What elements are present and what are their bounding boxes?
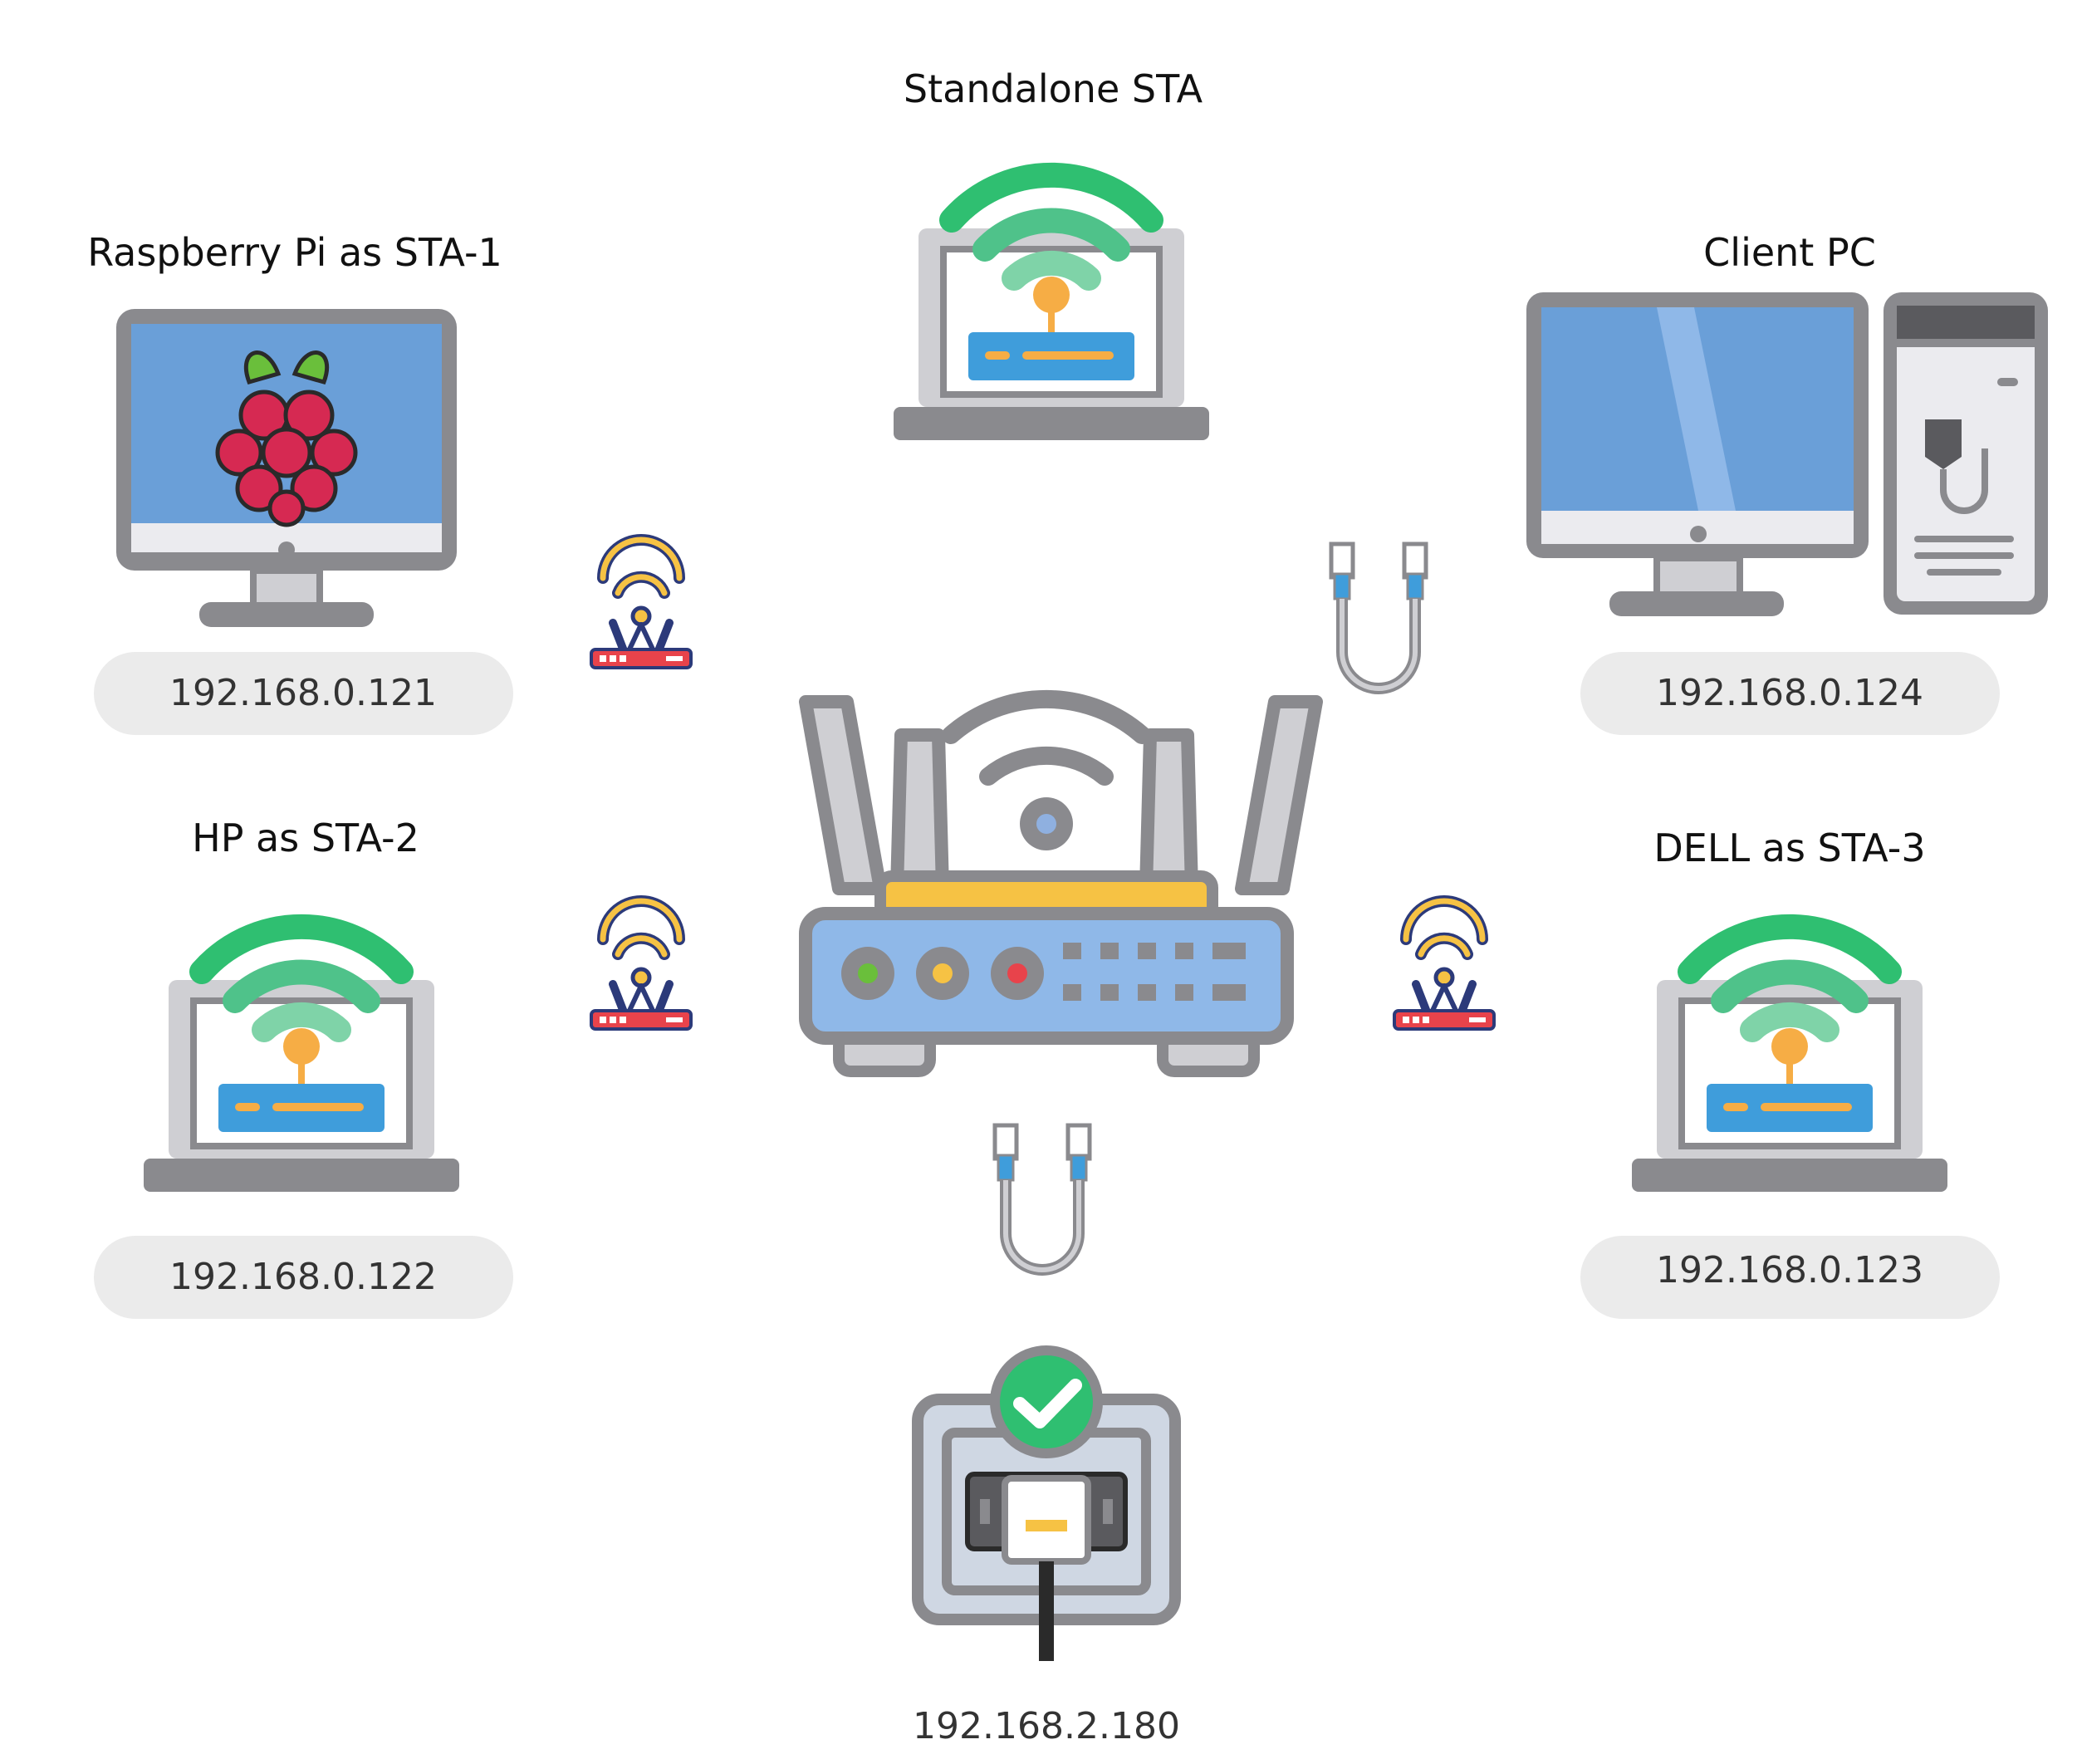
ethernet-cable-icon [1331,544,1426,688]
hp-label: HP as STA-2 [192,816,419,860]
raspberry-pi-node: Raspberry Pi as STA-1 192.168.0. [87,230,513,735]
client-pc-label: Client PC [1703,230,1876,275]
laptop-wifi-icon [1632,927,1947,1192]
client-pc-ip: 192.168.0.124 [1656,672,1923,714]
mini-router-icon [591,540,691,668]
standalone-sta-node: Standalone STA [894,66,1209,440]
hp-ip: 192.168.0.122 [169,1256,437,1298]
ethernet-port-check-icon [912,1345,1181,1661]
laptop-wifi-icon [144,927,459,1192]
dell-node: DELL as STA-3 192.168.0.123 [1580,826,2000,1319]
ip-pill [94,652,513,735]
ip-pill [1580,652,2000,735]
monitor-raspberry-icon [116,309,457,627]
ip-pill [94,1236,513,1319]
wifi-router-icon [799,689,1323,1077]
client-pc-node: Client PC 192.168.0.124 [1526,230,2048,735]
dell-ip: 192.168.0.123 [1656,1249,1923,1291]
dell-label: DELL as STA-3 [1653,826,1925,870]
mini-router-icon [591,901,691,1029]
raspberry-pi-label: Raspberry Pi as STA-1 [87,230,502,275]
ethernet-port-ip: 192.168.2.180 [913,1705,1180,1747]
ethernet-port-node: 192.168.2.180 [912,1345,1181,1747]
laptop-wifi-icon [894,175,1209,440]
ip-pill [1580,1236,2000,1319]
ethernet-cable-icon [995,1125,1090,1270]
standalone-sta-label: Standalone STA [904,66,1203,111]
raspberry-pi-ip: 192.168.0.121 [169,672,437,714]
hp-node: HP as STA-2 192.168.0.122 [94,816,513,1319]
desktop-pc-icon [1526,292,2048,616]
mini-router-icon [1394,901,1494,1029]
